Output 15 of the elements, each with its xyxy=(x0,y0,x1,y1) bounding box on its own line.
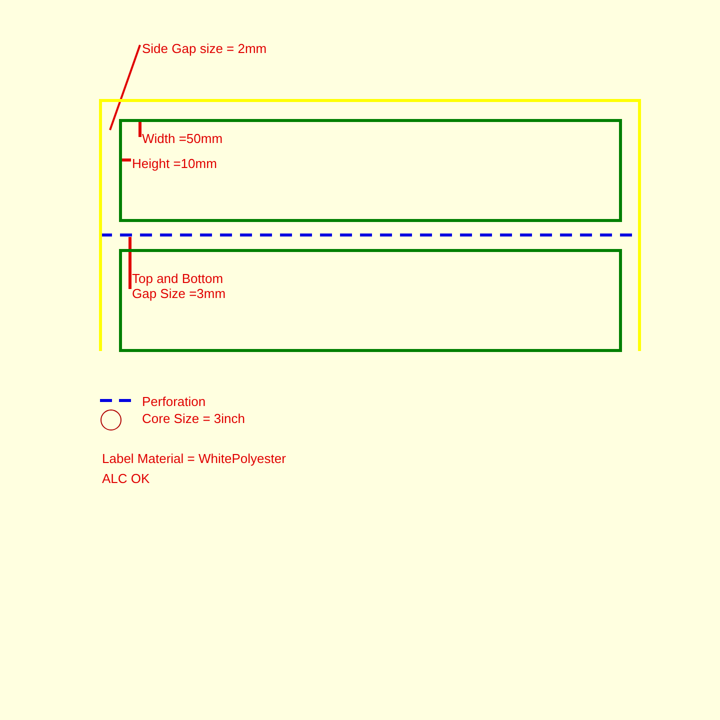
dimension-note: Height =10mm xyxy=(132,156,217,171)
leader-line xyxy=(109,44,141,130)
legend-text: Core Size = 3inch xyxy=(142,411,245,426)
dimension-note: Side Gap size = 2mm xyxy=(142,41,267,56)
legend-text: Perforation xyxy=(142,394,206,409)
label-outline xyxy=(119,119,622,222)
liner-outline xyxy=(99,99,641,351)
label-outline xyxy=(119,249,622,352)
leader-line xyxy=(122,158,131,162)
dimension-note: Top and Bottom Gap Size =3mm xyxy=(132,271,237,301)
leader-line xyxy=(128,237,132,289)
note-text: ALC OK xyxy=(102,471,150,486)
leader-line xyxy=(138,122,142,137)
note-text: Label Material = WhitePolyester xyxy=(102,451,286,466)
dimension-note: Width =50mm xyxy=(142,131,223,146)
